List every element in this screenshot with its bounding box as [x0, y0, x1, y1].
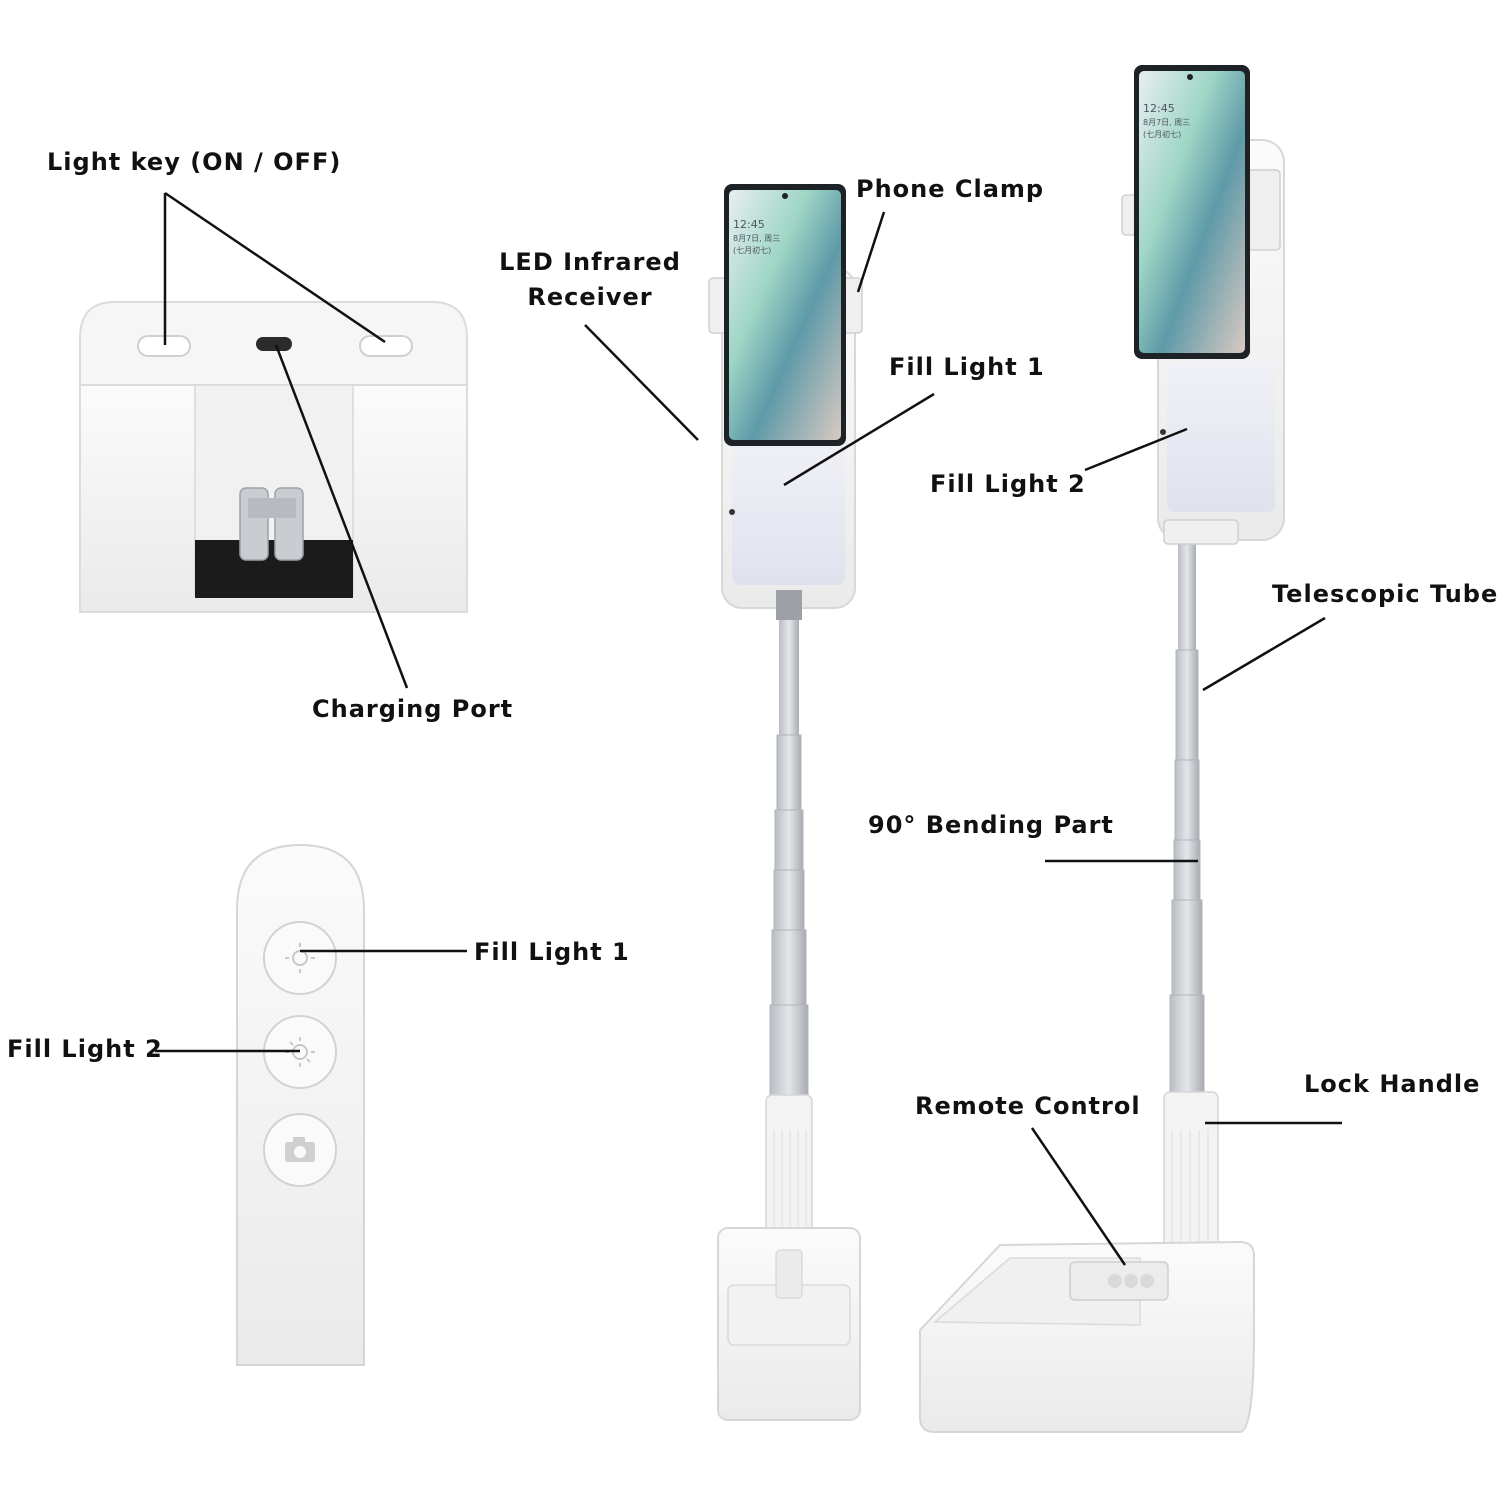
fill-light-1-button[interactable] — [263, 921, 337, 995]
light-key-label: Light key (ON / OFF) — [47, 148, 342, 176]
docked-button-3 — [1140, 1274, 1154, 1288]
lock-handle-label: Lock Handle — [1304, 1070, 1481, 1098]
stand-middle: 12:45 8月7日, 周三 (七月初七) — [708, 184, 863, 1421]
charging-port-label: Charging Port — [312, 695, 514, 723]
ir-receiver-dot — [729, 509, 735, 515]
remote-docked-middle — [775, 1249, 803, 1299]
telescopic-tube-right — [1169, 540, 1205, 1096]
lock-handle-middle — [765, 1094, 813, 1236]
fill-light-panel-middle — [732, 440, 845, 585]
stand-right: 12:45 8月7日, 周三 (七月初七) — [919, 65, 1285, 1433]
tube-joint-right — [1163, 519, 1239, 545]
docked-button-2 — [1124, 1274, 1138, 1288]
phone-date-middle: 8月7日, 周三 — [733, 234, 780, 243]
led-infrared-receiver-line1: LED Infrared — [499, 248, 681, 276]
phone-camera-middle — [782, 193, 788, 199]
base-closeup — [79, 301, 468, 613]
shutter-button[interactable] — [263, 1113, 337, 1187]
leader-charging-port — [274, 344, 409, 689]
grip-ridges-right — [1171, 1130, 1209, 1245]
docked-button-1 — [1108, 1274, 1122, 1288]
leader-led-receiver — [584, 324, 699, 441]
tube-hinge — [239, 487, 304, 561]
telescopic-tube-middle — [769, 615, 809, 1096]
telescopic-tube-label: Telescopic Tube — [1272, 580, 1499, 608]
leader-phone-clamp — [856, 211, 886, 293]
fill-light-2-stand-label: Fill Light 2 — [930, 470, 1086, 498]
phone-date-right: 8月7日, 周三 — [1143, 118, 1190, 127]
leader-fill-light-2-stand — [1084, 427, 1188, 472]
phone-screen-right — [1139, 71, 1245, 353]
led-infrared-receiver-label: LED Infrared Receiver — [490, 248, 690, 312]
remote-control-label: Remote Control — [915, 1092, 1141, 1120]
ir-receiver-dot-right — [1160, 429, 1166, 435]
bending-part-label: 90° Bending Part — [868, 811, 1114, 839]
grip-ridges-middle — [773, 1130, 807, 1230]
phone-lunar-right: (七月初七) — [1143, 129, 1181, 139]
camera-icon — [285, 1137, 315, 1162]
phone-clamp-label: Phone Clamp — [856, 175, 1045, 203]
leader-lines — [155, 191, 1342, 1266]
fill-light-1-stand-label: Fill Light 1 — [889, 353, 1045, 381]
phone-camera-right — [1187, 74, 1193, 80]
fill-light-panel-right — [1167, 362, 1275, 512]
phone-screen-middle — [729, 190, 841, 440]
leader-remote-control — [1030, 1127, 1127, 1266]
base-closeup-opening — [195, 540, 353, 598]
leader-light-key-right — [164, 191, 386, 344]
fill-light-1-remote-label: Fill Light 1 — [474, 938, 630, 966]
charging-port[interactable] — [256, 337, 292, 351]
tube-joint-middle — [776, 590, 802, 620]
leader-telescopic-tube — [1202, 616, 1326, 692]
led-infrared-receiver-line2: Receiver — [527, 282, 653, 311]
fill-light-2-remote-label: Fill Light 2 — [7, 1035, 163, 1063]
leader-fill-light-1-stand — [783, 392, 935, 487]
phone-lunar-middle: (七月初七) — [733, 245, 771, 255]
phone-time-right: 12:45 — [1143, 102, 1175, 115]
remote-control-closeup — [236, 843, 365, 1366]
light-key-right[interactable] — [359, 335, 413, 357]
phone-time-middle: 12:45 — [733, 218, 765, 231]
